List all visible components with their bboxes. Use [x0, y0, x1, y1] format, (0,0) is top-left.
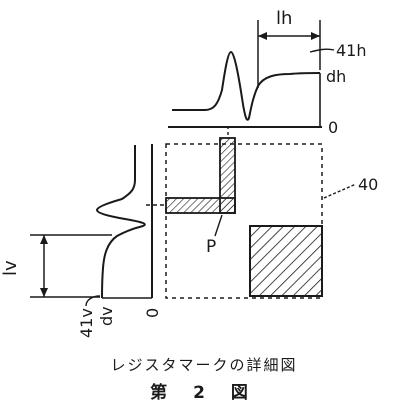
horizontal-signal-waveform [172, 50, 321, 121]
label-zero-v: 0 [143, 308, 162, 318]
frame-boundary [165, 143, 323, 299]
label-zero-h: 0 [328, 118, 338, 137]
label-dv: dv [97, 306, 116, 326]
label-p: P [206, 237, 216, 257]
lh-arrow-right [311, 32, 320, 40]
label-40: 40 [358, 175, 378, 194]
lh-arrow-left [258, 32, 267, 40]
l-mark-horizontal-bar [165, 197, 236, 214]
large-hatched-mark [249, 225, 323, 297]
ref-40-leader [323, 183, 357, 199]
label-41v: 41v [77, 308, 96, 338]
caption-figure-number: 第 2 図 [150, 383, 258, 403]
label-lh: lh [276, 8, 292, 29]
label-dh: dh [326, 67, 346, 86]
lv-arrow-bottom [40, 288, 48, 297]
register-mark-frame: P 40 [146, 126, 378, 299]
p-leader [214, 214, 223, 237]
horizontal-signal-plot: lh 41h dh 0 [168, 8, 367, 137]
ref-41v-leader [85, 295, 101, 307]
label-41h: 41h [336, 41, 367, 60]
vertical-signal-waveform [95, 145, 146, 299]
label-lv: lv [0, 260, 21, 276]
lv-arrow-top [40, 235, 48, 244]
vertical-signal-plot: lv 0 dv 41v [0, 144, 162, 338]
caption-title: レジスタマークの詳細図 [110, 356, 298, 374]
ref-41h-leader [309, 48, 335, 53]
